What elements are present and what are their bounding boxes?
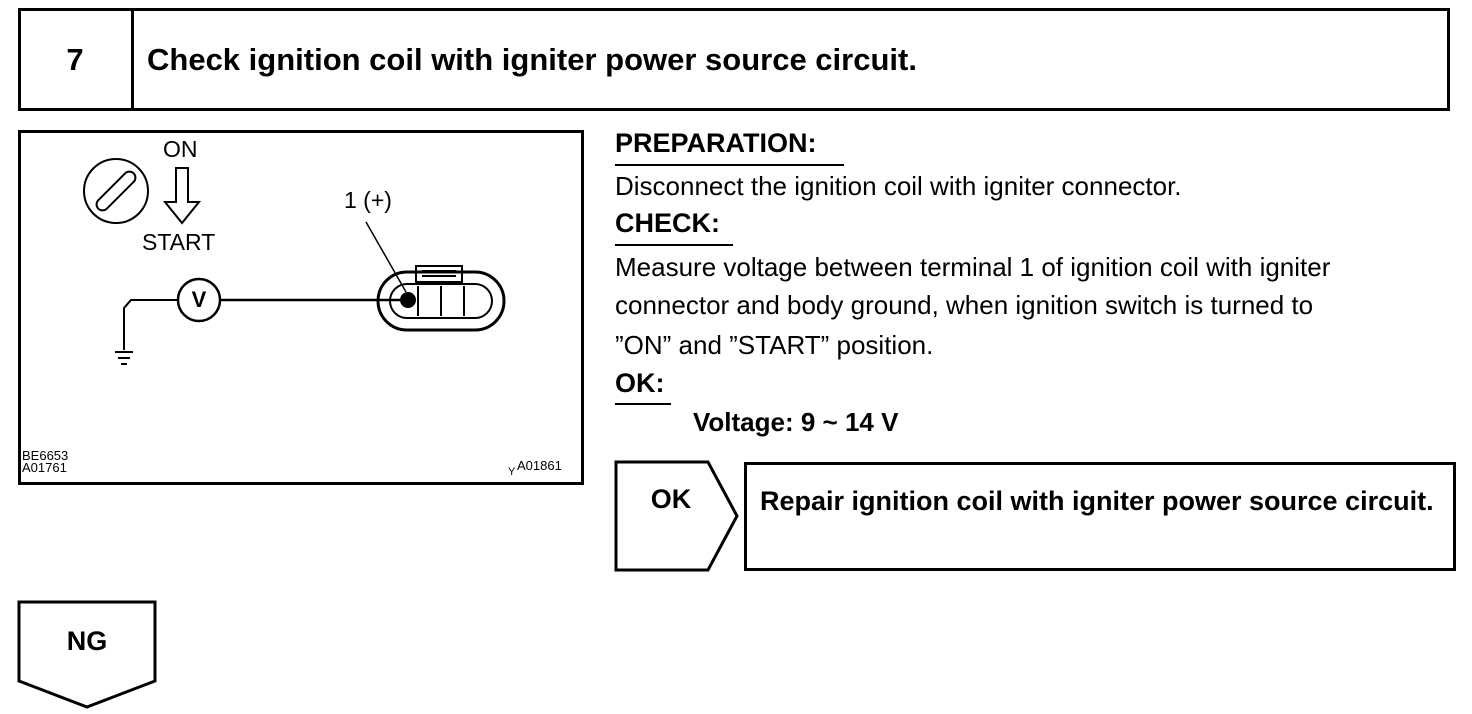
ok-heading: OK: <box>615 368 665 398</box>
check-text-line-1: Measure voltage between terminal 1 of ig… <box>615 252 1331 282</box>
ng-tab-shape <box>17 600 157 709</box>
figure-code-3: A01861 <box>517 458 562 473</box>
switch-start-label: START <box>142 229 216 255</box>
terminal-1-probe-point <box>400 292 416 308</box>
check-text-line-3: ”ON” and ”START” position. <box>615 330 934 360</box>
ok-voltage-spec: Voltage: 9 ~ 14 V <box>693 407 899 437</box>
ok-tab-label: OK <box>650 483 692 514</box>
ignition-key-icon <box>83 158 149 224</box>
check-underline <box>615 244 733 246</box>
figure-code-2: A01761 <box>22 460 67 475</box>
step-number: 7 <box>66 41 84 77</box>
step-title: Check ignition coil with igniter power s… <box>147 41 917 77</box>
ok-underline <box>615 403 671 405</box>
check-heading: CHECK: <box>615 208 720 238</box>
preparation-heading: PREPARATION: <box>615 128 817 158</box>
preparation-text: Disconnect the ignition coil with ignite… <box>615 171 1182 201</box>
wiring-diagram: ON START 1 (+) V BE6653 A01761 Y A01861 <box>18 130 584 485</box>
terminal-leader-line <box>365 221 407 293</box>
ok-result-box <box>744 462 1456 571</box>
voltmeter-label: V <box>191 287 207 312</box>
switch-on-label: ON <box>163 136 198 162</box>
header-divider <box>131 8 134 111</box>
ok-result-text: Repair ignition coil with igniter power … <box>760 486 1434 516</box>
ok-tab-shape <box>614 460 739 572</box>
ground-icon <box>115 351 133 365</box>
preparation-underline <box>615 164 844 166</box>
diagram-frame <box>18 130 584 485</box>
step-header <box>18 8 1450 111</box>
check-text-line-2: connector and body ground, when ignition… <box>615 290 1314 320</box>
diagram-drawing <box>18 130 584 485</box>
ng-tab-label: NG <box>66 625 108 656</box>
connector-icon <box>376 265 506 332</box>
figure-code-3-prefix: Y <box>508 466 516 478</box>
ground-wire <box>123 299 178 350</box>
on-to-start-arrow-icon <box>162 167 202 225</box>
terminal-label: 1 (+) <box>344 187 392 213</box>
figure-code-1: BE6653 <box>22 448 69 463</box>
